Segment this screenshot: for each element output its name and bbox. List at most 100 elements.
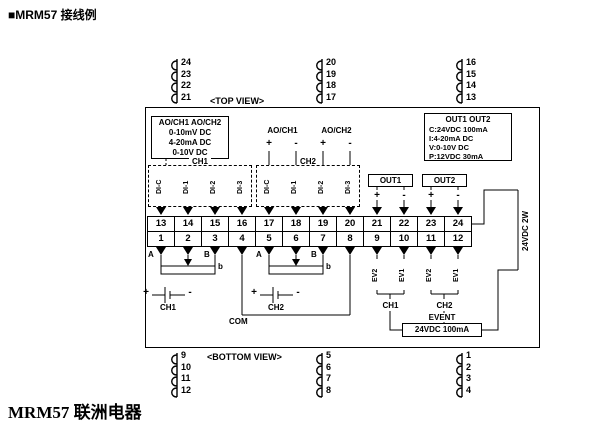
ao-ch1-plus: + [266, 138, 272, 149]
wire-arrow [210, 207, 220, 215]
top-connector-2-icon [316, 59, 323, 104]
terminal-16: 16 [228, 216, 256, 232]
top-connector-1-icon [171, 59, 178, 104]
ao-ch1-label: AO/CH1 [267, 126, 298, 135]
pin-number: 23 [181, 68, 192, 79]
pin-number: 20 [326, 57, 337, 67]
bottom-connector-2-icon [316, 353, 323, 398]
potentiometer-ch2-wiper-arrow [292, 259, 300, 266]
out2-box: OUT2 [422, 174, 467, 187]
battery2-label: CH2 [267, 303, 284, 312]
ao-ch1-minus: - [294, 138, 298, 149]
bottom-connector-3-pins: 1 2 3 4 [466, 350, 471, 396]
out1-minus: - [402, 190, 406, 201]
ev-group-ch1-label: CH1 [378, 301, 403, 310]
bottom-view-label: <BOTTOM VIEW> [207, 352, 282, 362]
terminal-20: 20 [336, 216, 364, 232]
bottom-connector-1-icon [171, 353, 178, 398]
pin-number: 11 [181, 373, 191, 383]
event-rating-box: 24VDC 100mA [402, 323, 482, 337]
ev-group-ch2-label: CH2 [432, 301, 457, 310]
pin-number: 18 [326, 80, 337, 90]
terminal-15: 15 [201, 216, 229, 232]
ao-ch2-label: AO/CH2 [321, 126, 352, 135]
ch1-di-dashed-box [148, 165, 252, 207]
wire-arrow [156, 207, 166, 215]
di-label: DI-3 [237, 180, 244, 194]
page-title: MRM57 接线例 [15, 8, 97, 22]
out1-plus: + [374, 190, 380, 201]
terminal-18: 18 [282, 216, 310, 232]
top-connector-1-pins: 24 23 22 21 [181, 57, 191, 103]
ao-range-title: AO/CH1 AO/CH2 [158, 118, 222, 127]
wire-arrow [372, 247, 382, 255]
pin-number: 4 [466, 384, 472, 395]
wires-path [152, 151, 519, 331]
out-rating-line: P:12VDC 30mA [429, 152, 484, 161]
wire-arrow [426, 247, 436, 255]
wire-arrow [264, 247, 274, 255]
battery2-minus: - [296, 287, 300, 298]
battery1-minus: - [188, 287, 192, 298]
pin-number: 19 [326, 68, 337, 79]
wire-arrow [426, 207, 436, 215]
out2-minus: - [456, 190, 460, 201]
terminal-10: 10 [390, 231, 418, 247]
pot1-terminal-b-upper: B [204, 250, 210, 259]
pin-number: 21 [181, 91, 192, 102]
terminal-11: 11 [417, 231, 445, 247]
pin-number: 5 [326, 350, 332, 360]
top-view-label: <TOP VIEW> [210, 96, 265, 106]
ao-range-box: AO/CH1 AO/CH2 0-10mV DC 4-20mA DC 0-10V … [151, 116, 229, 159]
bottom-connector-3-icon [456, 353, 463, 398]
terminal-12: 12 [444, 231, 472, 247]
pin-number: 17 [326, 91, 337, 102]
bottom-connector-1-pins: 9 10 11 12 [181, 350, 191, 396]
wire-arrow [291, 207, 301, 215]
out-rating-line: C:24VDC 100mA [429, 125, 488, 134]
di-label: DI-1 [183, 180, 190, 194]
top-connector-3-pins: 16 15 14 13 [466, 57, 476, 103]
diagram-frame [145, 107, 540, 348]
wire-arrow [453, 207, 463, 215]
di-label: DI-1 [291, 180, 298, 194]
ev-label: EV1 [453, 268, 460, 282]
terminal-21: 21 [363, 216, 391, 232]
di-label: DI-2 [210, 180, 217, 194]
wire-arrow [372, 207, 382, 215]
battery1-plus: + [143, 287, 149, 298]
terminal-23: 23 [417, 216, 445, 232]
pin-number: 14 [466, 80, 477, 90]
ao-ch2-plus: + [320, 138, 326, 149]
terminal-9: 9 [363, 231, 391, 247]
wire-arrow [345, 207, 355, 215]
pin-number: 24 [181, 57, 192, 67]
ev-label: EV2 [426, 268, 433, 282]
di-label: DI-C [156, 179, 163, 195]
wire-arrow [237, 207, 247, 215]
di-label: DI-C [264, 179, 271, 195]
wire-arrow [183, 247, 193, 255]
ch2-group-label: CH2 [297, 157, 319, 166]
terminal-7: 7 [309, 231, 337, 247]
pin-number: 13 [466, 91, 477, 102]
pin-number: 12 [181, 384, 192, 395]
out-rating-box: OUT1 OUT2 C:24VDC 100mA I:4-20mA DC V:0-… [424, 113, 512, 161]
terminal-6: 6 [282, 231, 310, 247]
pin-number: 15 [466, 68, 477, 79]
pot2-terminal-a: A [256, 250, 262, 259]
out-rating-line: V:0-10V DC [429, 143, 470, 152]
potentiometer-ch1-wiper-arrow [184, 259, 192, 266]
terminal-1: 1 [147, 231, 175, 247]
ao-range-line: 0-10V DC [172, 148, 208, 157]
terminal-24: 24 [444, 216, 472, 232]
top-connector-2-pins: 20 19 18 17 [326, 57, 336, 103]
pot2-terminal-b-lower: b [326, 262, 331, 271]
battery1-label: CH1 [159, 303, 176, 312]
wire-arrow [183, 207, 193, 215]
battery2-plus: + [251, 287, 257, 298]
wire-arrow [399, 247, 409, 255]
pin-number: 7 [326, 373, 332, 383]
ao-range-line: 4-20mA DC [168, 138, 212, 147]
